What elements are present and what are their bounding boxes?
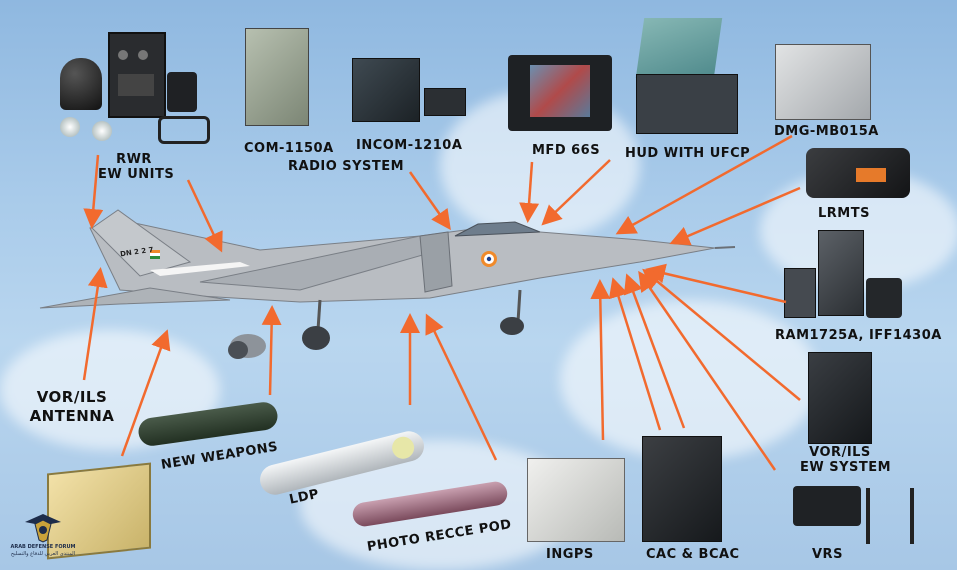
label-vrs: VRS (812, 547, 843, 562)
arrow-radio (408, 171, 451, 231)
label-ram-iff: RAM1725A, IFF1430A (775, 328, 942, 343)
label-rwr: RWR EW UNITS (98, 152, 175, 182)
incom-1210a-unit (352, 58, 420, 122)
label-mfd-66s: MFD 66S (532, 143, 601, 158)
arrow-photo-recce (425, 313, 498, 461)
vrs-camera-unit (793, 486, 861, 526)
label-vor-antenna-line1: VOR/ILS (36, 388, 108, 406)
arrow-cac-2 (608, 277, 662, 431)
incom-control-panel (424, 88, 466, 116)
rwr-small-box (167, 72, 197, 112)
arrow-cac (623, 273, 686, 429)
mfd-66s-display (508, 55, 612, 131)
rwr-antenna-left (60, 117, 80, 137)
vrs-tripod (866, 488, 914, 544)
rwr-bracket (158, 116, 210, 144)
label-vor-ew: VOR/ILS EW SYSTEM (800, 445, 892, 475)
label-vor-ew-line2: EW SYSTEM (800, 460, 892, 475)
ingps-unit (527, 458, 625, 542)
arrow-hud (541, 159, 611, 226)
logo-line1: ARAB DEFENSE FORUM (10, 544, 76, 550)
label-incom-1210a: INCOM-1210A (356, 138, 463, 153)
cac-bcac-unit (642, 436, 722, 542)
label-vor-antenna-line2: ANTENNA (29, 407, 115, 425)
logo-emblem-icon (25, 514, 61, 543)
label-radio-system: RADIO SYSTEM (288, 159, 405, 174)
arrow-rwr-wing (186, 179, 223, 253)
arrow-vrs (638, 270, 777, 471)
rwr-dome-unit (60, 58, 102, 110)
logo-line2: المنتدى العربي للدفاع والتسليح (10, 551, 76, 557)
ram1725a-unit (818, 230, 864, 316)
label-vor-antenna: VOR/ILS ANTENNA (24, 388, 120, 426)
rwr-antenna-right (92, 121, 112, 141)
label-rwr-line1: RWR (116, 152, 152, 167)
vor-ils-ew-unit (808, 352, 872, 444)
label-rwr-line2: EW UNITS (98, 167, 175, 182)
iff1430a-control (784, 268, 816, 318)
arrow-ingps (590, 279, 611, 441)
label-lrmts: LRMTS (818, 206, 870, 221)
ufcp-panel (636, 74, 738, 134)
arrow-lrmts (669, 186, 801, 246)
label-dmg-mb015a: DMG-MB015A (774, 124, 879, 139)
arrow-rwr-tail (83, 154, 104, 229)
label-vor-ew-line1: VOR/ILS (809, 445, 871, 460)
arrow-new-weapons (261, 305, 282, 396)
arrow-mfd (519, 161, 540, 223)
lrmts-unit (806, 148, 910, 198)
arrow-ram-iff (645, 263, 787, 304)
dmg-mb015a-unit (775, 44, 871, 120)
arab-defense-forum-logo: ARAB DEFENSE FORUM المنتدى العربي للدفاع… (2, 512, 84, 568)
iff-keypad (866, 278, 902, 318)
rwr-control-box (108, 32, 166, 118)
arrow-antenna-low (120, 329, 171, 457)
label-com-1150a: COM-1150A (244, 141, 334, 156)
label-cac-bcac: CAC & BCAC (646, 547, 740, 562)
label-hud-ufcp: HUD WITH UFCP (625, 146, 751, 161)
arrow-vor-ew (642, 268, 801, 401)
arrow-antenna-tail (82, 267, 108, 381)
com-1150a-unit (245, 28, 309, 126)
label-ingps: INGPS (546, 547, 594, 562)
arrow-dmg (615, 134, 793, 235)
